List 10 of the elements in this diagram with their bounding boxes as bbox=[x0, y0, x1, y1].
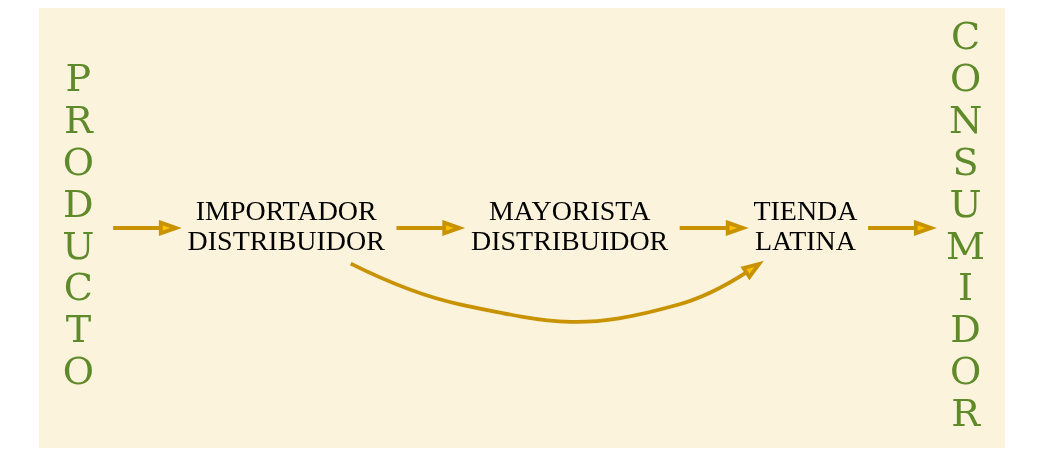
arrow bbox=[679, 219, 749, 237]
node-text: TIENDA LATINA bbox=[752, 194, 857, 257]
arrow bbox=[867, 219, 937, 237]
node-text: PRODUCTO bbox=[61, 55, 94, 394]
node-text: IMPORTADOR DISTRIBUIDOR bbox=[187, 194, 385, 257]
node-text: MAYORISTA DISTRIBUIDOR bbox=[470, 194, 668, 257]
arrow bbox=[396, 219, 465, 237]
node-text: CONSUMIDOR bbox=[945, 13, 985, 436]
arrow bbox=[112, 219, 182, 237]
arrow bbox=[349, 260, 764, 324]
